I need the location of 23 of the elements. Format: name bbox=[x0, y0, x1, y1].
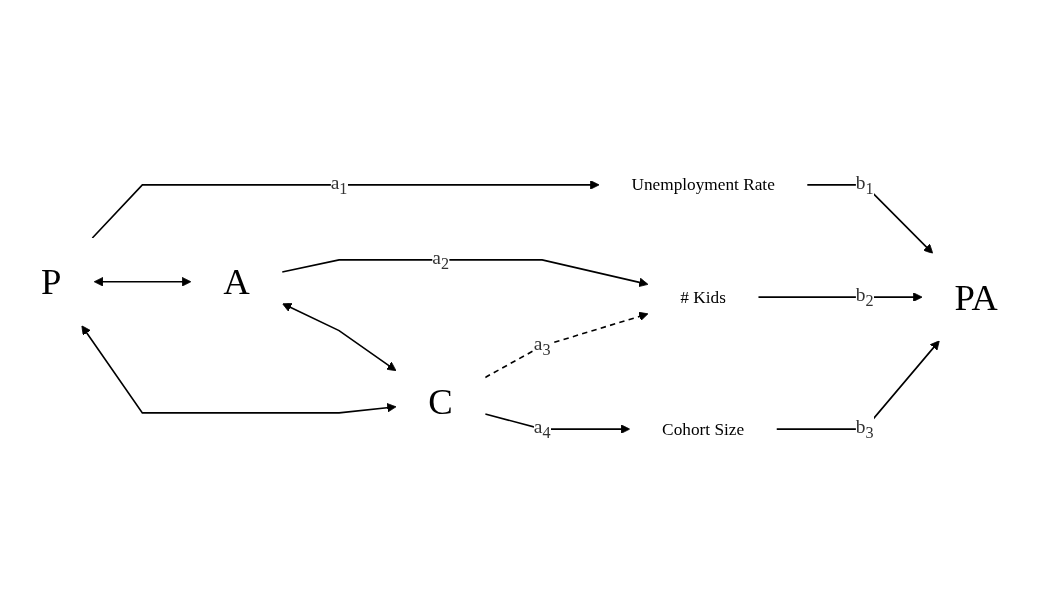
edge-label: b$_{1}$ bbox=[855, 171, 874, 198]
node-text: Unemployment Rate bbox=[631, 175, 775, 194]
arrow bbox=[281, 259, 649, 288]
arrow bbox=[484, 413, 631, 434]
arrow bbox=[775, 340, 940, 430]
edge-label: b$_{2}$ bbox=[855, 284, 874, 310]
node-text: Cohort Size bbox=[662, 419, 745, 438]
node-text: P bbox=[41, 261, 62, 302]
arrow bbox=[91, 180, 600, 239]
arrow bbox=[81, 325, 397, 414]
edge-label: a$_{1}$ bbox=[330, 171, 348, 198]
arrow bbox=[282, 303, 397, 372]
arrow bbox=[93, 277, 192, 287]
edge-label: a$_{4}$ bbox=[533, 416, 551, 442]
node-text: # Kids bbox=[680, 287, 726, 306]
arrow bbox=[757, 292, 923, 302]
node-text: A bbox=[223, 261, 250, 302]
arrow bbox=[484, 311, 649, 379]
edge-label: b$_{3}$ bbox=[855, 416, 874, 442]
node-text: PA bbox=[954, 277, 998, 318]
node-text: C bbox=[428, 382, 453, 423]
edge-label: a$_{2}$ bbox=[432, 246, 449, 273]
edge-label: a$_{3}$ bbox=[533, 332, 551, 359]
